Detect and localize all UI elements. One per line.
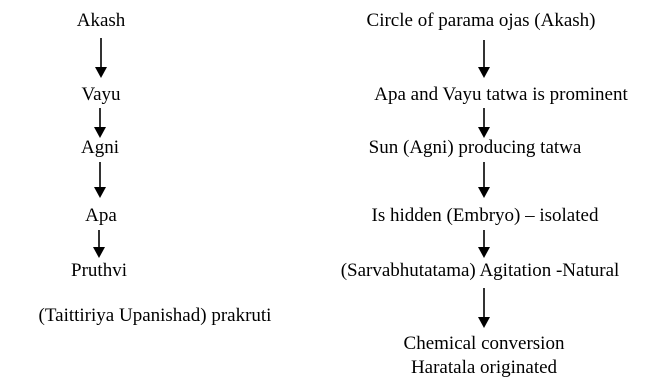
- left-footnote: (Taittiriya Upanishad) prakruti: [38, 305, 272, 326]
- left-node-pruthvi: Pruthvi: [71, 260, 127, 281]
- left-node-apa: Apa: [85, 205, 117, 226]
- right-node-chemical-conversion: Chemical conversion: [403, 333, 565, 354]
- right-node-is-hidden-embryo: Is hidden (Embryo) – isolated: [371, 205, 599, 226]
- down-arrow-icon: [93, 108, 107, 138]
- down-arrow-icon: [477, 162, 491, 198]
- down-arrow-icon: [477, 108, 491, 138]
- down-arrow-icon: [94, 38, 108, 78]
- right-node-sarvabhutatama-agitation: (Sarvabhutatama) Agitation -Natural: [340, 260, 620, 281]
- right-node-apa-vayu-prominent: Apa and Vayu tatwa is prominent: [374, 84, 628, 105]
- right-node-sun-producing-tatwa: Sun (Agni) producing tatwa: [368, 137, 582, 158]
- right-node-circle-of-parama-ojas: Circle of parama ojas (Akash): [366, 10, 596, 31]
- left-node-akash: Akash: [76, 10, 126, 31]
- down-arrow-icon: [92, 230, 106, 258]
- left-node-vayu: Vayu: [81, 84, 121, 105]
- down-arrow-icon: [93, 162, 107, 198]
- down-arrow-icon: [477, 288, 491, 328]
- right-node-haratala-originated: Haratala originated: [410, 357, 558, 378]
- down-arrow-icon: [477, 230, 491, 258]
- left-node-agni: Agni: [81, 137, 119, 158]
- down-arrow-icon: [477, 40, 491, 78]
